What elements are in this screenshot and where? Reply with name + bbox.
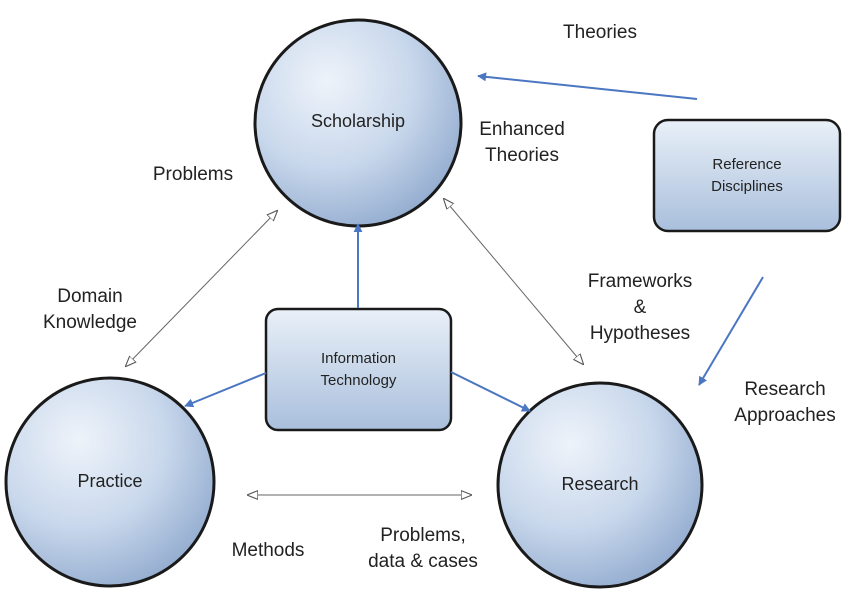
- label-methods: Methods: [231, 540, 305, 561]
- label-frameworks-hypotheses: Frameworks & Hypotheses: [565, 269, 715, 347]
- practice-node: [4, 376, 216, 588]
- scholarship-label: Scholarship: [310, 110, 406, 131]
- label-research-approaches-line-1: Research: [744, 379, 826, 400]
- label-domain-knowledge-line-2: Knowledge: [42, 312, 138, 333]
- label-research-approaches-line-2: Approaches: [734, 405, 836, 426]
- arrow-it-to-practice: [184, 372, 267, 408]
- label-problems-data-cases: Problems, data & cases: [348, 523, 498, 575]
- information-technology-label: Information Technology: [266, 342, 451, 398]
- arrow-scholarship-practice: [126, 211, 277, 366]
- information-technology-node: [264, 307, 453, 432]
- arrow-theories: [477, 72, 698, 100]
- arrow-scholarship-research: [444, 199, 583, 364]
- reference-disciplines-label: Reference Disciplines: [654, 148, 840, 204]
- reference-disciplines-node: [652, 118, 842, 233]
- label-enhanced-theories-line-2: Theories: [485, 145, 559, 166]
- label-problems: Problems: [152, 164, 234, 185]
- label-domain-knowledge: Domain Knowledge: [20, 284, 160, 336]
- research-node: [496, 381, 704, 589]
- label-research-approaches: Research Approaches: [720, 377, 850, 429]
- practice-label: Practice: [77, 470, 143, 491]
- label-problems-data-cases-line-1: Problems,: [380, 525, 466, 546]
- arrow-research-approaches: [698, 276, 764, 386]
- arrow-it-to-research: [450, 371, 531, 412]
- research-label: Research: [561, 473, 639, 494]
- reference-disciplines-line-1: Reference: [712, 156, 782, 173]
- label-enhanced-theories: Enhanced Theories: [462, 117, 582, 169]
- information-technology-line-1: Information: [320, 350, 397, 367]
- label-enhanced-theories-line-1: Enhanced: [479, 119, 565, 140]
- label-problems-data-cases-line-2: data & cases: [368, 551, 478, 572]
- label-frameworks-line-2: &: [633, 297, 647, 318]
- label-frameworks-line-3: Hypotheses: [589, 323, 691, 344]
- label-frameworks-line-1: Frameworks: [587, 271, 693, 292]
- label-theories: Theories: [563, 22, 637, 43]
- information-technology-line-2: Technology: [320, 372, 397, 389]
- reference-disciplines-line-2: Disciplines: [711, 178, 783, 195]
- label-domain-knowledge-line-1: Domain: [57, 286, 123, 307]
